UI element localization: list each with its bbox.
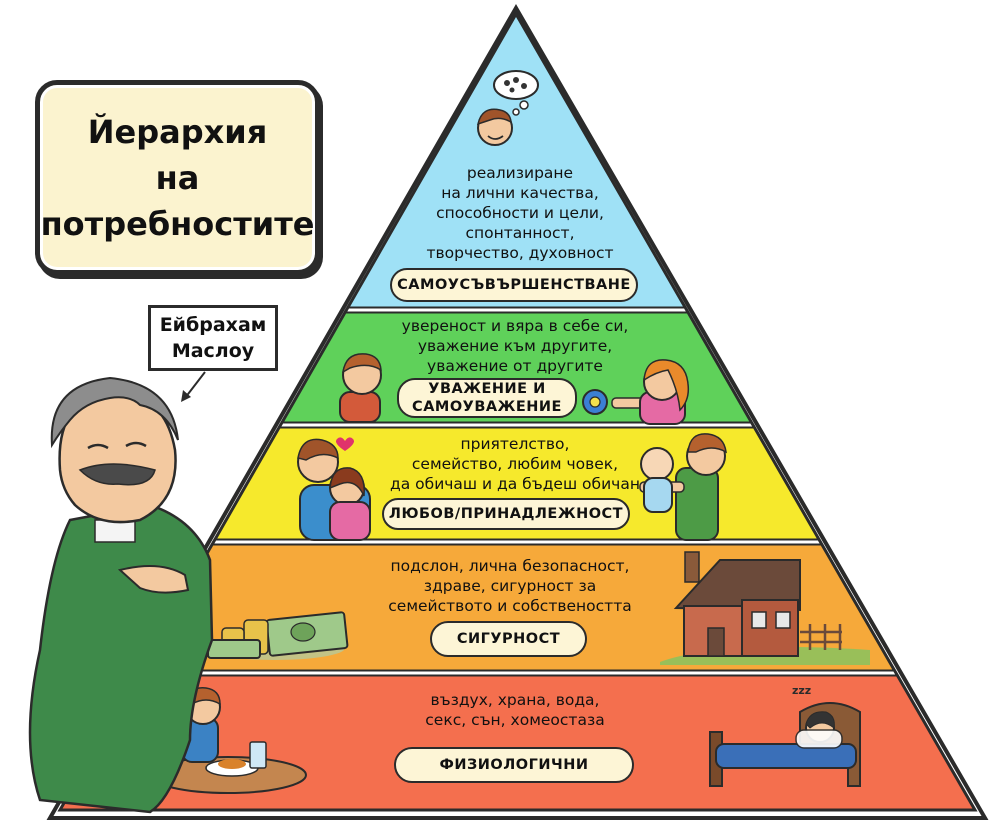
author-name-box: Ейбрахам Маслоу: [148, 305, 278, 371]
father-holding-baby-illustration: [639, 433, 727, 541]
desc-line: на лични качества,: [441, 184, 599, 202]
desc-line: да обичаш и да бъдеш обичан: [390, 475, 640, 493]
desc-line: семейство, любим човек,: [411, 455, 619, 473]
self-actualization-label: САМОУСЪВЪРШЕНСТВАНЕ: [390, 268, 638, 302]
desc-line: уважение към другите,: [417, 337, 613, 355]
author-line-2: Маслоу: [171, 340, 255, 362]
label-text: ЛЮБОВ/ПРИНАДЛЕЖНОСТ: [388, 506, 624, 522]
desc-line: подслон, лична безопасност,: [390, 557, 630, 575]
title-line-1: Йерархия: [87, 112, 268, 151]
pointer-arrow-icon: [184, 371, 206, 399]
physiological-label: ФИЗИОЛОГИЧНИ: [394, 747, 634, 783]
desc-line: спонтанност,: [465, 224, 575, 242]
love-label: ЛЮБОВ/ПРИНАДЛЕЖНОСТ: [382, 498, 630, 530]
esteem-label: УВАЖЕНИЕ И САМОУВАЖЕНИЕ: [397, 378, 577, 418]
desc-line: приятелство,: [460, 435, 570, 453]
desc-line: въздух, храна, вода,: [430, 691, 600, 709]
label-text: ФИЗИОЛОГИЧНИ: [439, 757, 589, 773]
self-actualization-description: реализиране на лични качества, способнос…: [415, 163, 625, 263]
label-text: САМОУСЪВЪРШЕНСТВАНЕ: [397, 277, 631, 293]
safety-label: СИГУРНОСТ: [430, 621, 587, 657]
maslow-caricature-illustration: [28, 376, 214, 814]
esteem-description: увереност и вяра в себе си, уважение към…: [365, 316, 665, 376]
desc-line: здраве, сигурност за: [423, 577, 597, 595]
safety-description: подслон, лична безопасност, здраве, сигу…: [355, 556, 665, 616]
physiological-description: въздух, храна, вода, секс, сън, хомеоста…: [395, 690, 635, 730]
house-illustration: [660, 551, 870, 665]
boy-illustration: [339, 353, 382, 423]
sleeping-man-in-bed-illustration: zzz: [709, 684, 861, 787]
hugging-couple-illustration: [297, 437, 371, 541]
thinking-boy-illustration: [476, 70, 539, 146]
title-box: Йерархия на потребностите: [35, 80, 320, 275]
desc-line: секс, сън, хомеостаза: [425, 711, 605, 729]
desc-line: реализиране: [466, 164, 574, 182]
desc-line: уважение от другите: [427, 357, 603, 375]
desc-line: семейството и собствеността: [388, 597, 632, 615]
author-line-1: Ейбрахам: [159, 314, 267, 336]
title-line-2: на: [155, 158, 200, 197]
love-description: приятелство, семейство, любим човек, да …: [360, 434, 670, 494]
sleep-sound-text: zzz: [792, 684, 811, 697]
desc-line: творчество, духовност: [426, 244, 614, 262]
label-text: САМОУВАЖЕНИЕ: [412, 399, 562, 415]
label-text: СИГУРНОСТ: [456, 631, 561, 647]
desc-line: увереност и вяра в себе си,: [401, 317, 629, 335]
money-stacks-illustration: [205, 611, 349, 660]
label-text: УВАЖЕНИЕ И: [428, 381, 546, 397]
title-line-3: потребностите: [40, 204, 315, 243]
girl-with-rosette-illustration: [582, 359, 690, 425]
desc-line: способности и цели,: [436, 204, 604, 222]
